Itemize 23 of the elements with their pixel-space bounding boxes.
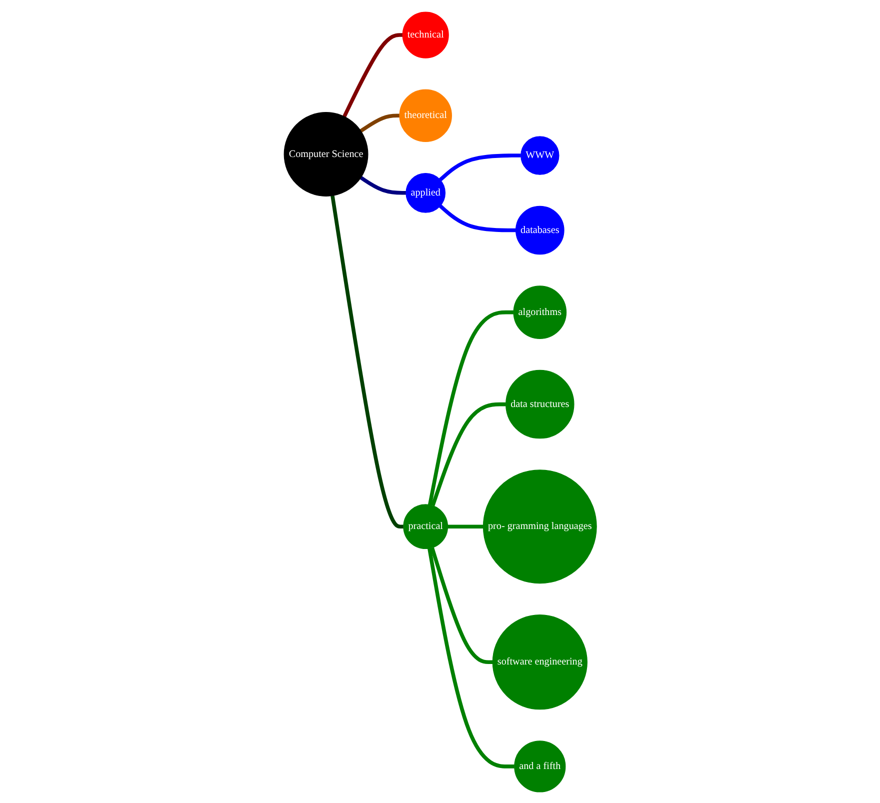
node-circle: technical bbox=[402, 11, 449, 58]
node-circle: software engineering bbox=[492, 614, 588, 710]
connector bbox=[438, 204, 516, 232]
connector bbox=[330, 194, 404, 528]
connector bbox=[342, 32, 402, 117]
node-circle: theoretical bbox=[398, 88, 452, 142]
connector bbox=[359, 176, 406, 194]
node-circle: databases bbox=[515, 205, 564, 254]
node-circle: data structures bbox=[505, 369, 574, 438]
node-circle: pro- gramming languages bbox=[482, 469, 597, 584]
node-circle: applied bbox=[405, 172, 446, 212]
node-circle: and a fifth bbox=[514, 740, 566, 792]
connector bbox=[359, 113, 400, 132]
node-circle: Computer Science bbox=[283, 112, 368, 196]
connector bbox=[438, 153, 521, 181]
connector bbox=[430, 402, 506, 506]
node-circle: WWW bbox=[520, 136, 559, 174]
node-circle: practical bbox=[402, 504, 448, 549]
connector bbox=[427, 548, 514, 768]
connector bbox=[447, 524, 483, 528]
connector bbox=[430, 546, 492, 664]
connector bbox=[428, 310, 514, 505]
node-circle: algorithms bbox=[512, 285, 566, 338]
